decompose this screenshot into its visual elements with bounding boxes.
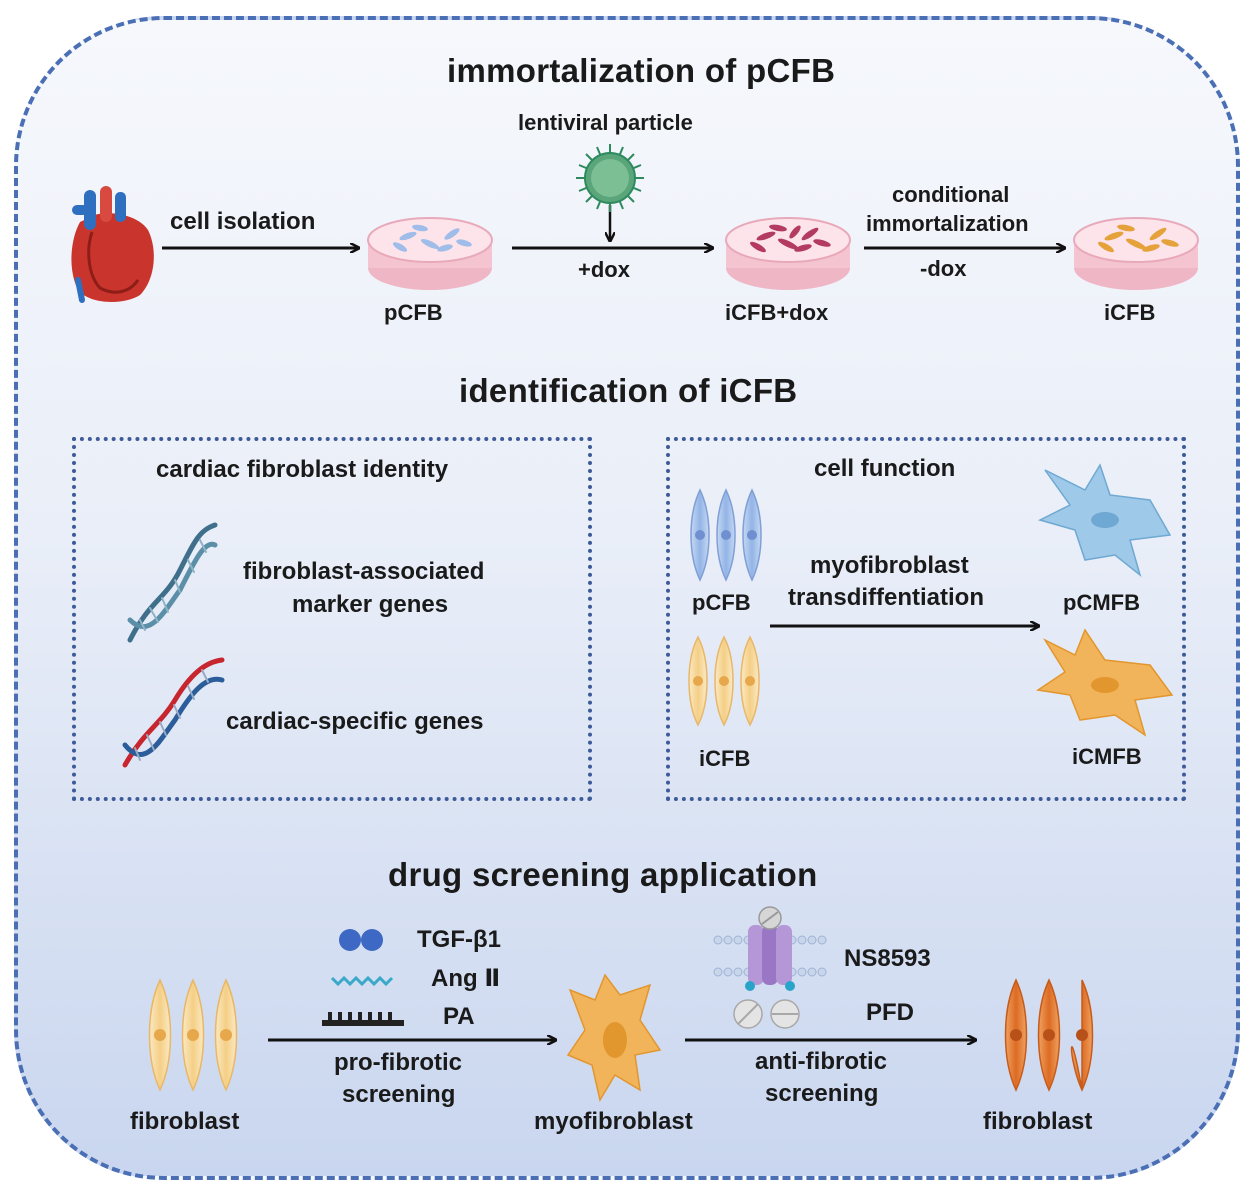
function-box (666, 437, 1186, 801)
cardiac-genes-label: cardiac-specific genes (226, 708, 484, 735)
tgf-beta-label: TGF-β1 (417, 926, 501, 953)
pcmfb-label: pCMFB (1063, 590, 1140, 615)
pro-fibrotic-line2: screening (342, 1081, 456, 1108)
dna-cardiac-icon (122, 657, 225, 768)
myofibroblast-icon (566, 973, 662, 1102)
fibroblast-right-icon (1004, 978, 1094, 1092)
ang-ii-icon (330, 975, 394, 987)
pa-label: PA (443, 1003, 475, 1030)
pcfb-cell-label: pCFB (692, 590, 751, 615)
pcmfb-cell-icon (1037, 463, 1172, 578)
dish-pcfb-label: pCFB (384, 300, 443, 325)
diagram-frame (14, 16, 1240, 1180)
plus-dox-label: +dox (578, 257, 630, 282)
transdiff-line1: myofibroblast (810, 552, 969, 579)
pro-fibrotic-line1: pro-fibrotic (334, 1049, 462, 1076)
pcfb-cells-icon (690, 488, 762, 582)
anti-fibrotic-line2: screening (765, 1080, 879, 1107)
ang-ii-label: Ang Ⅱ (431, 965, 501, 992)
identity-box (72, 437, 592, 801)
fibroblast-right-label: fibroblast (983, 1108, 1093, 1135)
tgf-beta-icon (339, 929, 383, 951)
heart-icon (71, 186, 154, 303)
icmfb-label: iCMFB (1072, 744, 1142, 769)
dish-icfb-label: iCFB (1104, 300, 1156, 325)
dish-icfb-dox-label: iCFB+dox (725, 300, 829, 325)
ion-channel-icon (713, 906, 827, 991)
function-box-title: cell function (814, 455, 956, 482)
pa-icon (322, 1012, 404, 1026)
ns8593-label: NS8593 (844, 945, 931, 972)
virus-label: lentiviral particle (518, 110, 693, 135)
dna-marker-icon (127, 522, 218, 643)
immortalization-label: immortalization (866, 211, 1029, 236)
virus-icon (576, 144, 644, 212)
fibroblast-left-icon (148, 978, 238, 1092)
icmfb-cell-icon (1035, 628, 1174, 737)
anti-fibrotic-line1: anti-fibrotic (755, 1048, 887, 1075)
conditional-label: conditional (892, 182, 1010, 207)
immortalization-title: immortalization of pCFB (447, 52, 836, 89)
minus-dox-label: -dox (920, 256, 967, 281)
cell-isolation-label: cell isolation (170, 208, 316, 235)
marker-genes-line1: fibroblast-associated (243, 558, 485, 585)
pill-icon (733, 999, 800, 1029)
petri-dish-pcfb (367, 217, 493, 290)
petri-dish-icfb (1073, 217, 1199, 290)
identity-box-title: cardiac fibroblast identity (156, 456, 449, 483)
drug-screening-title: drug screening application (388, 856, 818, 893)
icfb-cell-label: iCFB (699, 746, 751, 771)
fibroblast-left-label: fibroblast (130, 1108, 240, 1135)
transdiff-line2: transdiffentiation (788, 584, 984, 611)
pfd-label: PFD (866, 999, 914, 1026)
myofibroblast-label: myofibroblast (534, 1108, 693, 1135)
petri-dish-icfb-dox (725, 217, 851, 290)
identification-title: identification of iCFB (459, 372, 798, 409)
marker-genes-line2: marker genes (292, 591, 449, 618)
icfb-cells-icon (688, 635, 760, 727)
